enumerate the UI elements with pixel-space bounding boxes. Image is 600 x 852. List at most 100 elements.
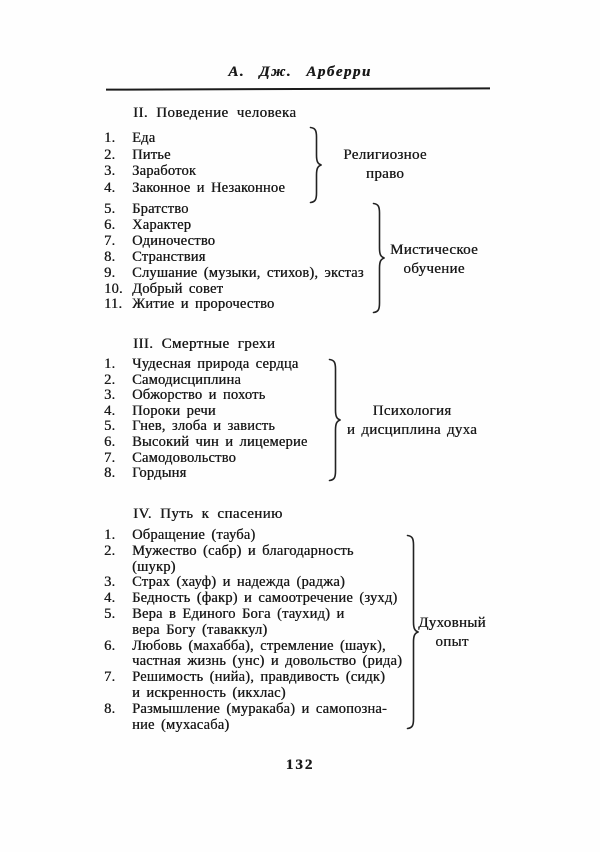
list-item-number: 3. (104, 163, 116, 179)
list-item-number: 1. (104, 356, 116, 372)
list-item-text: Питье (132, 146, 171, 163)
list-item: 3. Заработок (104, 163, 285, 180)
list-item-text: Братство (132, 201, 189, 217)
list-section-iv: 1.Обращение (тауба) 2. Мужество (сабр) и … (104, 527, 403, 734)
list-item-continuation: и искренность (икхлас) (104, 684, 402, 702)
list-item: 9.Слушание (музыки, стихов), экстаз (104, 264, 364, 282)
list-item-text: Бедность (факр) и самоотречение (зухд) (132, 590, 398, 607)
list-section-ii-group-a: 1. Еда 2. Питье 3. Заработок 4. Законное и Н… (104, 130, 285, 196)
list-item-number: 4. (104, 179, 116, 196)
list-item-number: 3. (104, 387, 116, 404)
list-item-text: Самодовольство (132, 449, 236, 466)
list-item-number: 4. (104, 590, 116, 607)
list-item-text: Слушание (музыки, стихов), экстаз (132, 264, 364, 281)
list-item-number: 8. (104, 248, 116, 265)
brace-icon (307, 126, 323, 204)
list-item-number: 5. (104, 201, 116, 217)
list-item-text: Заработок (132, 163, 197, 179)
list-item-number: 10. (104, 280, 123, 297)
list-item-text: Вера в Единого Бога (таухид) и (132, 605, 345, 622)
list-item-number: 8. (104, 700, 116, 717)
list-item-number (104, 623, 128, 639)
group-label: Мистическое обучение (384, 241, 484, 279)
list-item: 2.Самодисциплина (104, 371, 307, 389)
list-item: 6. Любовь (махабба), стремление (шаук), (104, 637, 402, 655)
list-item-number: 2. (104, 371, 116, 388)
group-label-line: Религиозное (343, 147, 427, 163)
list-item-text: Мужество (сабр) и благодарность (132, 542, 354, 559)
list-item-number: 2. (104, 146, 116, 163)
list-section-iii: 1. Чудесная природа сердца 2.Самодисципли… (104, 356, 308, 482)
group-label-line: Психология (372, 403, 452, 419)
group-label-line: Духовный (418, 615, 486, 631)
list-item: 1.Обращение (тауба) (104, 527, 402, 544)
list-item-text: и искренность (икхлас) (132, 684, 286, 701)
list-item: 3.Обжорство и похоть (104, 388, 307, 404)
list-item-number: 4. (104, 402, 116, 419)
list-item-text: частная жизнь (унс) и довольство (рида) (132, 653, 403, 670)
list-item-number: 7. (104, 449, 116, 466)
list-item-text: Еда (132, 130, 156, 146)
list-item-number: 2. (104, 542, 116, 559)
list-item: 4. Пороки речи (104, 402, 307, 420)
list-item-number (104, 654, 128, 670)
group-label: Религиозное право (333, 146, 437, 184)
section-heading-iii: III. Смертные грехи (133, 336, 276, 352)
list-item: 7. Самодовольство (104, 449, 307, 467)
list-item: 6. Характер (104, 216, 364, 234)
group-label-line: опыт (435, 634, 469, 650)
list-item-text: Решимость (нийа), правдивость (сидк) (132, 669, 386, 686)
group-label: Психология и дисциплина духа (342, 402, 482, 440)
list-item-text: Чудесная природа сердца (132, 356, 299, 372)
list-section-ii-group-b: 5.Братство 6.Характер 7.Одиночество 8.Ст… (104, 201, 364, 313)
list-item: 5. Братство (104, 201, 364, 218)
group-label-line: обучение (403, 261, 465, 277)
list-item-number (104, 560, 128, 576)
list-item: 11. Житие и пророчество (104, 297, 364, 313)
list-item-text: Пороки речи (132, 402, 216, 419)
list-item-text: Высокий чин и лицемерие (132, 433, 308, 450)
list-item-number: 6. (104, 637, 116, 654)
list-item-continuation: (шукр) (104, 558, 402, 576)
list-item-number: 11. (104, 296, 123, 313)
section-heading-iv: IV. Путь к спасению (133, 506, 283, 522)
list-item-number (104, 718, 128, 734)
list-item-text: Добрый совет (132, 280, 224, 297)
list-item: 7.Одиночество (104, 233, 364, 250)
author-heading: А. Дж. Арберри (228, 64, 372, 80)
list-item-text: Размышление (муракаба) и самопозна- (132, 700, 387, 717)
group-label: Духовный опыт (410, 614, 494, 652)
list-item: 3.Страх (хауф) и надежда (раджа) (104, 575, 402, 591)
list-item: 2. Мужество (сабр) и благодарность (104, 542, 402, 560)
list-item: 5. Вера в Единого Бога (таухид) и (104, 605, 402, 623)
list-item-text: Житие и пророчество (132, 296, 275, 313)
group-label-line: и дисциплина духа (346, 422, 478, 438)
list-item: 8.Гордыня (104, 466, 307, 482)
list-item-text: Любовь (махабба), стремление (шаук), (132, 637, 386, 654)
list-item-text: (шукр) (132, 558, 176, 575)
list-item-number: 6. (104, 216, 116, 233)
list-item-continuation: ние (мухасаба) (104, 716, 402, 734)
list-item-text: Характер (132, 216, 192, 233)
list-item-text: Гнев, злоба и зависть (132, 418, 276, 435)
list-item-number: 1. (104, 130, 116, 146)
list-item: 1. Еда (104, 130, 285, 147)
group-label-line: право (365, 166, 405, 182)
brace-icon (326, 358, 342, 482)
list-item: 2. Питье (104, 147, 285, 164)
list-item-text: Законное и Незаконное (132, 179, 286, 196)
list-item-text: вера Богу (таваккул) (132, 621, 268, 638)
list-item-number: 8. (104, 465, 116, 482)
list-item: 10. Добрый совет (104, 280, 364, 298)
list-item-text: ние (мухасаба) (132, 716, 230, 733)
list-item: 4. Бедность (факр) и самоотречение (зухд) (104, 590, 402, 607)
brace-icon (404, 534, 420, 730)
section-heading-ii: II. Поведение человека (133, 105, 297, 121)
list-item-number: 5. (104, 605, 116, 622)
list-item-number: 5. (104, 418, 116, 435)
list-item: 7.Решимость (нийа), правдивость (сидк) (104, 669, 402, 686)
list-item-text: Страх (хауф) и надежда (раджа) (132, 574, 345, 591)
list-item-number: 1. (104, 527, 116, 543)
list-item: 8. Размышление (муракаба) и самопозна- (104, 700, 402, 718)
